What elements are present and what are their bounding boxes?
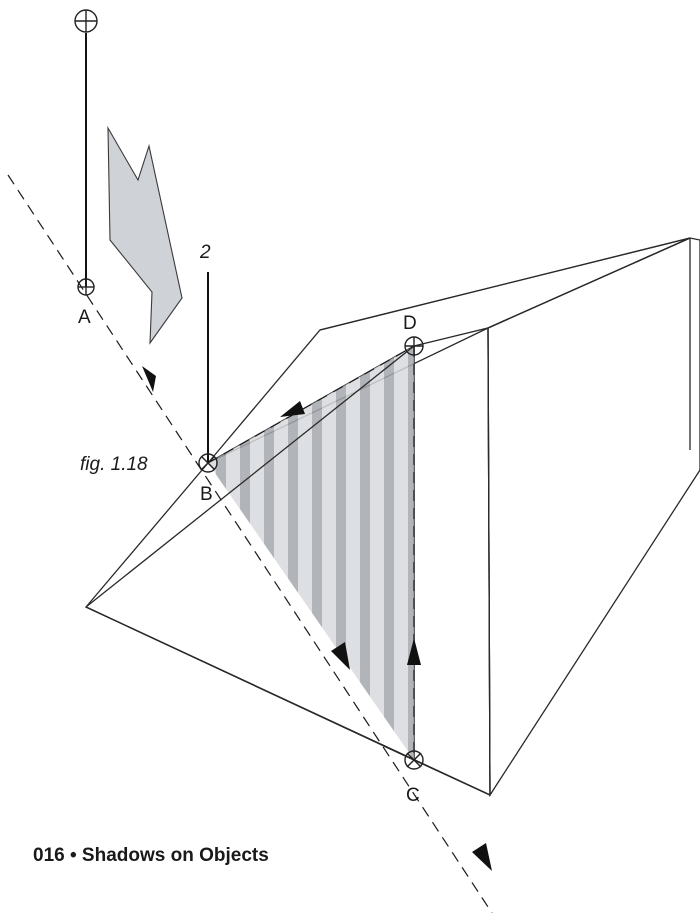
arrow-left-icon [280,401,305,417]
prism-edge-ridge [85,606,491,796]
prism-edge-vertical [487,327,491,796]
light-ray-main [7,174,493,913]
prism-edge-back [319,237,691,331]
point-b-label: B [200,484,213,505]
arrow-down-icon [331,642,350,670]
shadow-line-b-d [207,345,415,464]
prism-edge-left-base [85,345,415,608]
cast-shadow-triangle [208,346,414,760]
page-caption: 016 • Shadows on Objects [33,845,269,866]
arrow-down-icon [472,843,492,871]
point-d-label: D [403,313,417,334]
pole-number-label: 2 [199,242,211,263]
prism-edge-diagonal [487,237,691,329]
prism-right-face [487,237,700,798]
arrow-down-icon [142,366,156,392]
pole-a-shadow-flag [107,125,183,345]
point-c-label: C [406,785,420,806]
point-a-label: A [78,307,91,328]
prism-front-right-face [413,327,491,797]
figure-label: fig. 1.18 [80,454,148,475]
point-c-marker [404,750,424,770]
point-b-marker [198,453,218,473]
arrow-up-icon [407,638,421,665]
